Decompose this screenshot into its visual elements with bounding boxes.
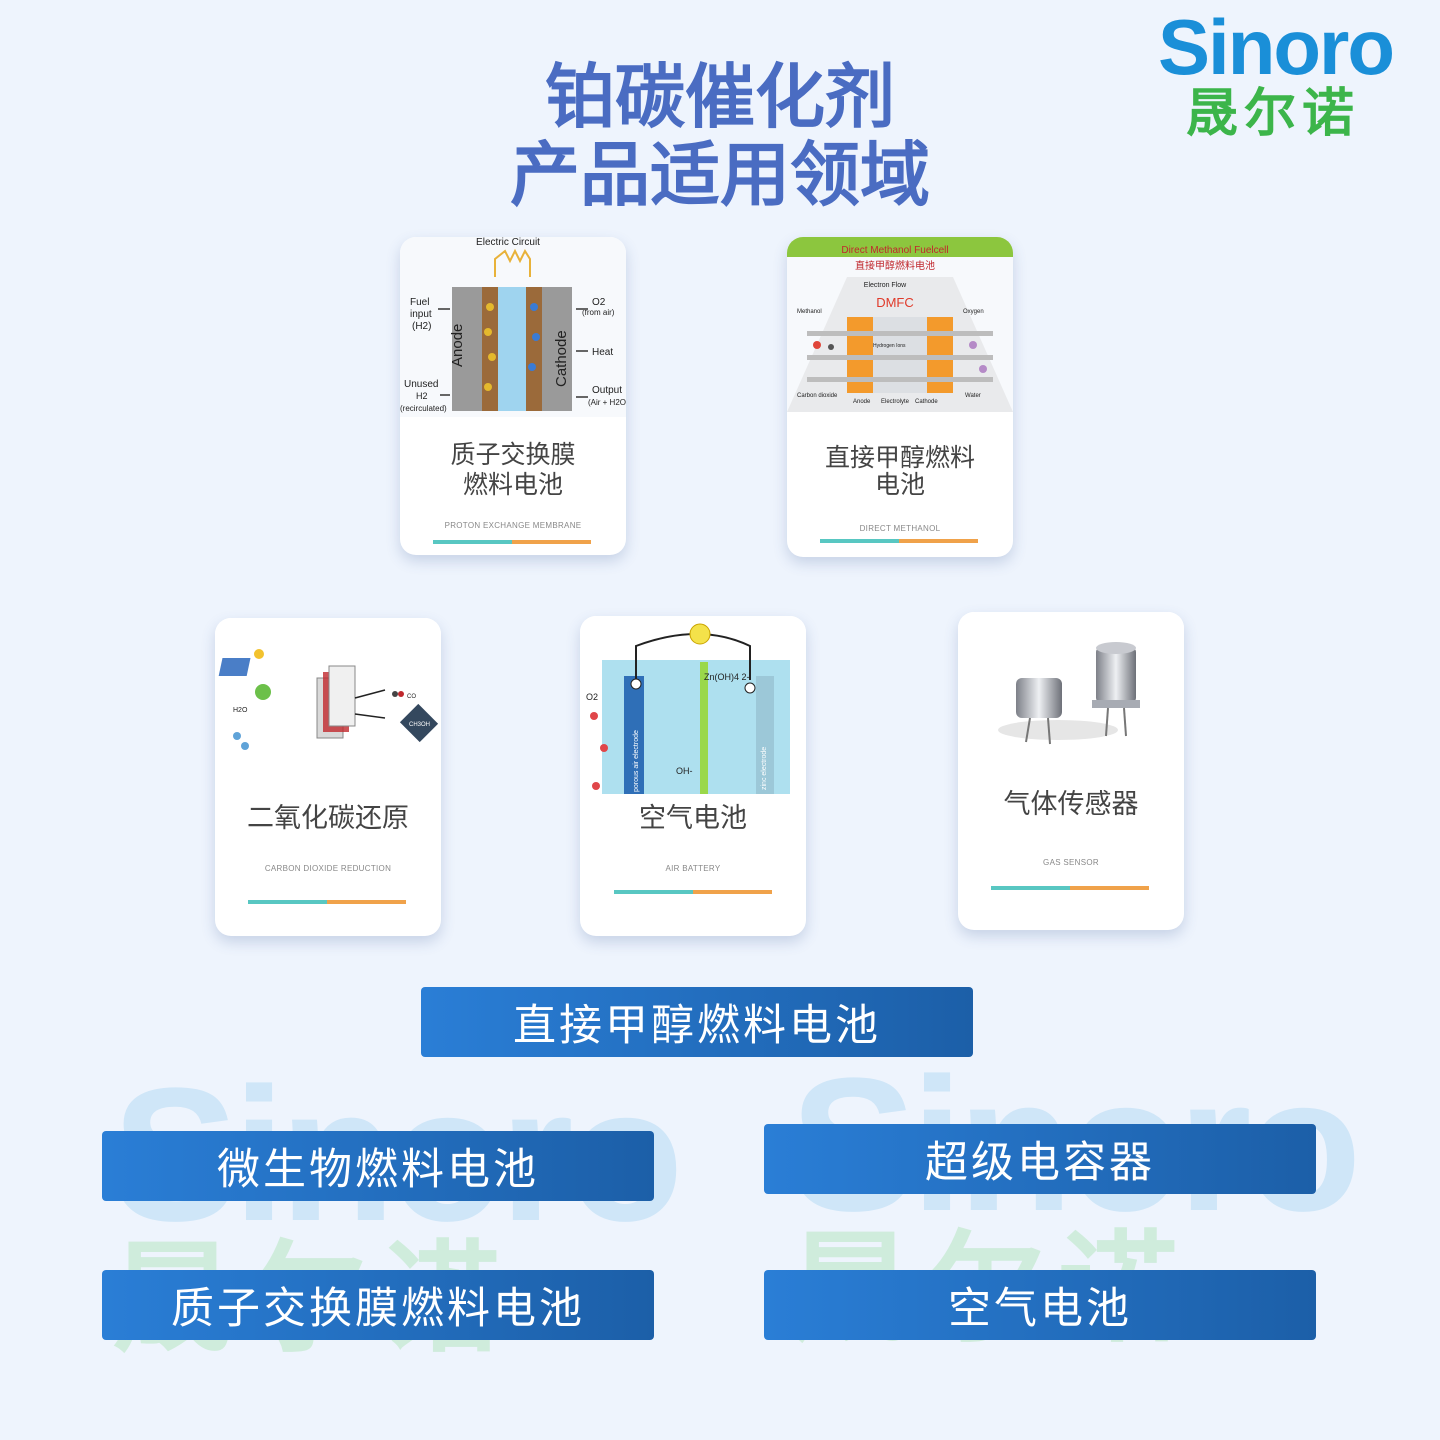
tag-pem-fuel-cell[interactable]: 质子交换膜燃料电池	[102, 1270, 654, 1340]
diagram-label: Cathode	[915, 399, 938, 405]
pem-diagram-image: Electric Circuit Anode Cathode Fuel inpu…	[400, 237, 626, 417]
diagram-label: Cathode	[553, 330, 570, 387]
card-accent-bar	[248, 900, 406, 904]
diagram-label: porous air electrode	[633, 730, 640, 792]
card-title: 二氧化碳还原	[247, 803, 409, 834]
card-pem-fuel-cell[interactable]: Electric Circuit Anode Cathode Fuel inpu…	[400, 237, 626, 555]
card-subtitle-en: DIRECT METHANOL	[859, 524, 941, 533]
card-title-line-1: 直接甲醇燃料	[824, 443, 975, 472]
diagram-label: Zn(OH)4 2-	[704, 672, 750, 682]
title-line-1: 铂碳催化剂	[545, 56, 895, 138]
card-title-line-1: 质子交换膜	[450, 440, 576, 469]
card-subtitle-en: PROTON EXCHANGE MEMBRANE	[444, 521, 582, 530]
diagram-label: H2O	[233, 707, 248, 714]
logo-text-cn: 晟尔诺	[1186, 84, 1361, 144]
diagram-label: Unused	[404, 379, 438, 390]
tag-label: 空气电池	[948, 1284, 1132, 1334]
diagram-label: zinc electrode	[761, 747, 768, 790]
card-subtitle-en: AIR BATTERY	[665, 864, 721, 873]
tag-label: 质子交换膜燃料电池	[171, 1284, 585, 1334]
card-dmfc[interactable]: Direct Methanol Fuelcell 直接甲醇燃料电池 Electr…	[787, 237, 1013, 557]
card-accent-bar	[614, 890, 772, 894]
diagram-label: Electric Circuit	[476, 237, 540, 248]
diagram-label: O2	[586, 692, 598, 702]
diagram-label: O2	[592, 297, 606, 308]
diagram-label: Output	[592, 385, 622, 396]
diagram-label: H2	[416, 391, 428, 401]
card-title: 气体传感器	[1003, 789, 1139, 820]
diagram-label: Anode	[449, 324, 466, 367]
diagram-label: input	[410, 309, 432, 320]
tag-label: 微生物燃料电池	[217, 1145, 539, 1195]
dmfc-diagram-image: Direct Methanol Fuelcell 直接甲醇燃料电池 Electr…	[787, 237, 1013, 412]
gas-sensor-image	[958, 612, 1184, 792]
tag-label: 超级电容器	[925, 1138, 1155, 1188]
diagram-label: Anode	[853, 399, 871, 405]
diagram-label: Electron Flow	[864, 282, 907, 289]
diagram-label: Electrolyte	[881, 399, 910, 405]
air-battery-image: Zn(OH)4 2- OH- O2 zinc electrode porous …	[580, 616, 806, 796]
diagram-label: OH-	[676, 766, 693, 776]
tag-label: 直接甲醇燃料电池	[513, 1001, 881, 1051]
diagram-label: (from air)	[582, 308, 615, 317]
card-co2-reduction[interactable]: CO CH3OH H2O 二氧化碳还原 CARBON DIOXIDE REDUC…	[215, 618, 441, 936]
card-accent-bar	[433, 540, 591, 544]
card-title-line-2: 燃料电池	[462, 470, 563, 499]
diagram-label: Fuel	[410, 297, 429, 308]
card-subtitle-en: GAS SENSOR	[1043, 858, 1099, 867]
diagram-label: Hydrogen Ions	[873, 343, 906, 349]
logo-text-en: Sinoro	[1158, 3, 1395, 91]
card-gas-sensor[interactable]: 气体传感器 GAS SENSOR	[958, 612, 1184, 930]
diagram-label: CH3OH	[409, 722, 430, 728]
card-title: 空气电池	[639, 803, 747, 834]
diagram-label: Water	[965, 393, 981, 399]
diagram-label: DMFC	[876, 295, 914, 310]
tag-supercapacitor[interactable]: 超级电容器	[764, 1124, 1316, 1194]
page-title: 铂碳催化剂 产品适用领域	[0, 58, 1440, 214]
diagram-label: Methanol	[797, 309, 822, 315]
diagram-label: (recirculated)	[400, 404, 447, 413]
diagram-label: (Air + H2O)	[588, 398, 626, 407]
card-accent-bar	[820, 539, 978, 543]
diagram-label: Carbon dioxide	[797, 393, 838, 399]
brand-logo: Sinoro 晟尔诺	[1158, 8, 1420, 143]
diagram-label: Heat	[592, 347, 613, 358]
title-line-2: 产品适用领域	[510, 134, 930, 216]
card-accent-bar	[991, 886, 1149, 890]
diagram-header-cn: 直接甲醇燃料电池	[855, 259, 935, 272]
diagram-label: Oxygen	[963, 309, 984, 315]
diagram-label: (H2)	[412, 321, 431, 332]
diagram-header: Direct Methanol Fuelcell	[841, 245, 948, 256]
card-air-battery[interactable]: Zn(OH)4 2- OH- O2 zinc electrode porous …	[580, 616, 806, 936]
tag-microbial-fuel-cell[interactable]: 微生物燃料电池	[102, 1131, 654, 1201]
tag-dmfc[interactable]: 直接甲醇燃料电池	[421, 987, 973, 1057]
card-subtitle-en: CARBON DIOXIDE REDUCTION	[264, 864, 392, 873]
co2-reduction-image: CO CH3OH H2O	[215, 618, 441, 798]
card-title-line-2: 电池	[874, 470, 925, 499]
diagram-label: CO	[407, 694, 416, 700]
tag-air-battery[interactable]: 空气电池	[764, 1270, 1316, 1340]
